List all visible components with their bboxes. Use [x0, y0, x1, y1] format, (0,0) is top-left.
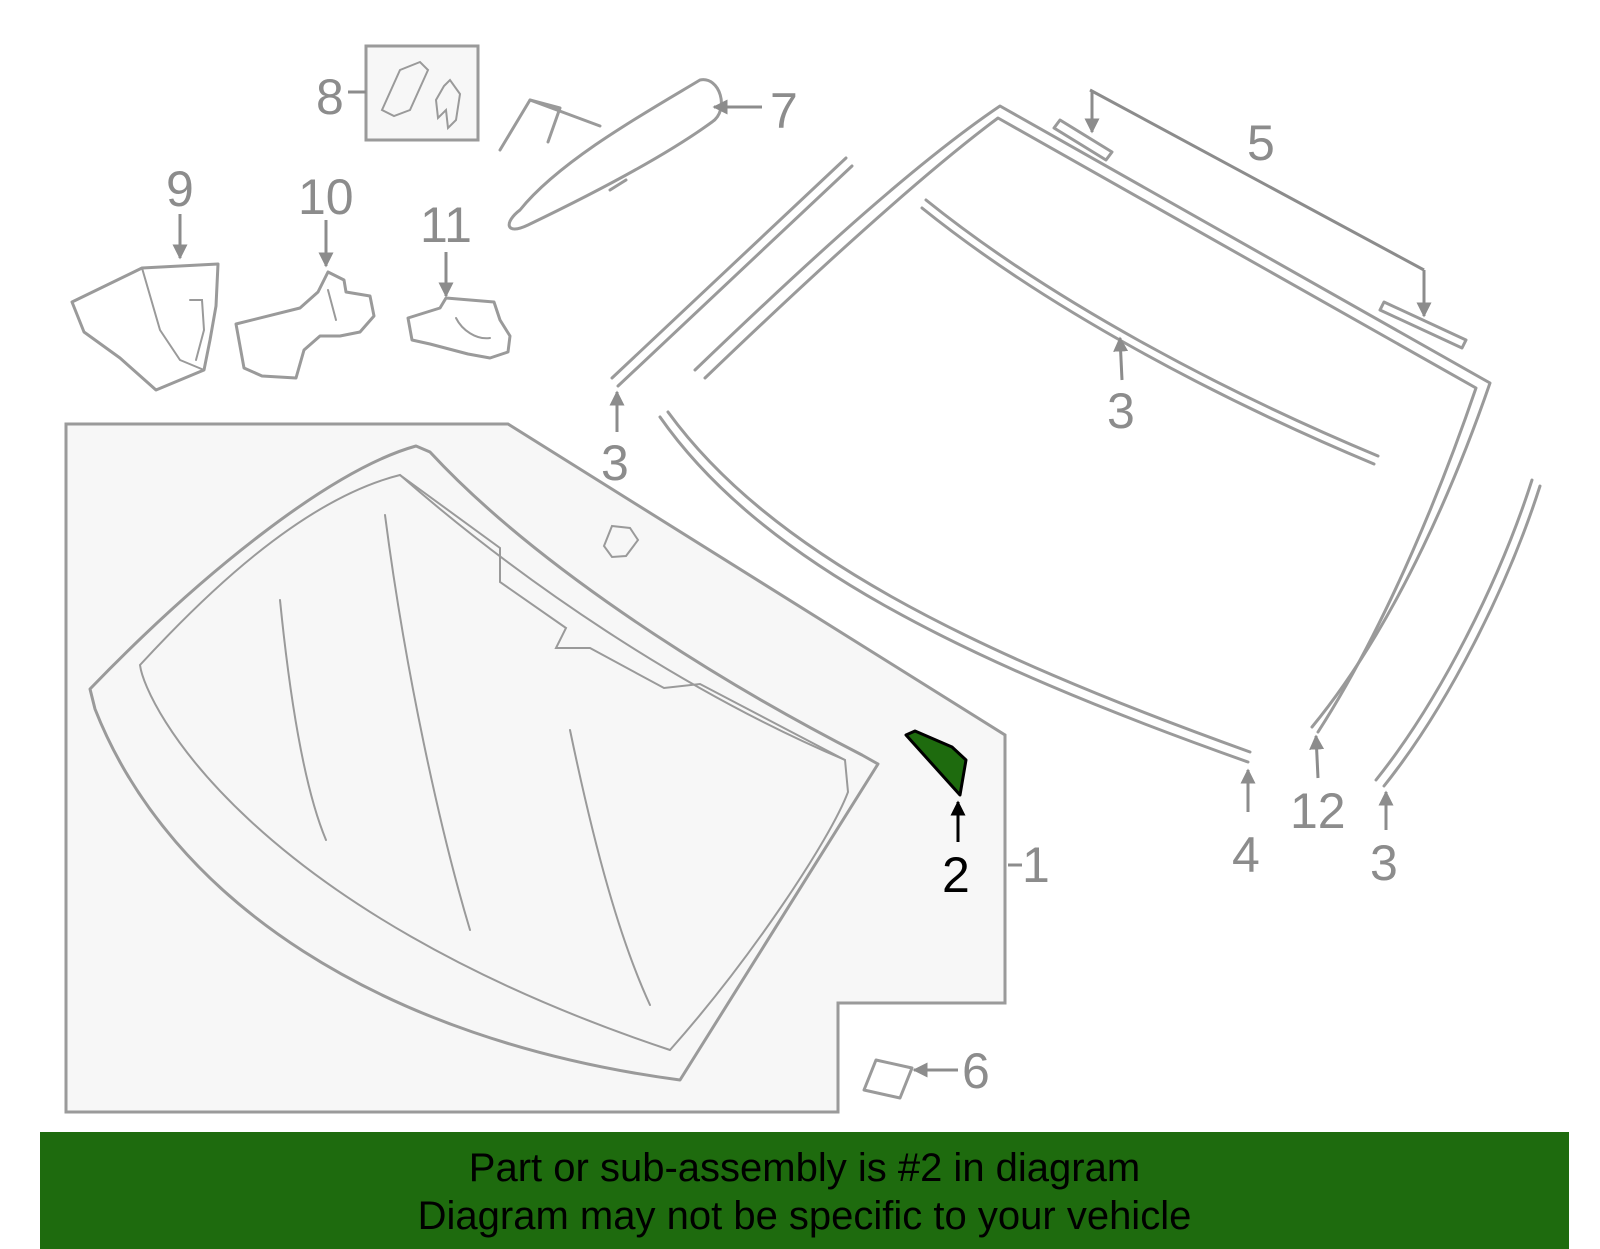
callout-12-arrow	[1309, 734, 1325, 779]
callout-3b[interactable]: 3	[1107, 383, 1135, 439]
part-6-pad[interactable]	[862, 1058, 914, 1100]
callout-4[interactable]: 4	[1232, 827, 1260, 883]
callout-3c[interactable]: 3	[1370, 835, 1398, 891]
part-10-bracket[interactable]	[234, 270, 376, 380]
part-3-top-frame-molding[interactable]	[693, 104, 1492, 734]
banner-line-1: Part or sub-assembly is #2 in diagram	[468, 1146, 1141, 1190]
callout-10[interactable]: 10	[298, 169, 354, 225]
part-3-right-strip[interactable]	[1374, 478, 1542, 788]
callout-3b-arrow	[1113, 336, 1129, 381]
callout-6[interactable]: 6	[962, 1043, 990, 1099]
callout-1[interactable]: 1	[1022, 837, 1050, 893]
info-banner: Part or sub-assembly is #2 in diagram Di…	[40, 1132, 1569, 1249]
part-7-rear-view-mirror[interactable]	[498, 78, 723, 231]
callout-5[interactable]: 5	[1247, 115, 1275, 171]
callout-12[interactable]: 12	[1290, 783, 1346, 839]
part-3-left-strip[interactable]	[610, 156, 854, 388]
callout-9[interactable]: 9	[166, 161, 194, 217]
part-8-clip-kit[interactable]	[364, 44, 480, 142]
callout-2[interactable]: 2	[942, 847, 970, 903]
banner-line-2: Diagram may not be specific to your vehi…	[417, 1194, 1192, 1238]
part-2-highlighted-bracket[interactable]	[904, 729, 968, 797]
callout-3a[interactable]: 3	[601, 435, 629, 491]
callout-7[interactable]: 7	[770, 83, 798, 139]
part-11-sensor-cover[interactable]	[406, 296, 512, 360]
windshield-assembly-panel[interactable]	[64, 422, 1007, 1114]
windshield-glass[interactable]	[88, 444, 880, 1082]
callout-5-leader	[1089, 88, 1425, 272]
callout-11[interactable]: 11	[420, 197, 472, 253]
part-3-upper-strip[interactable]	[920, 198, 1380, 466]
part-4-lower-molding[interactable]	[658, 410, 1252, 764]
part-9-cover[interactable]	[70, 262, 220, 392]
part-5-clips[interactable]	[1052, 118, 1468, 350]
callout-8[interactable]: 8	[316, 69, 344, 125]
